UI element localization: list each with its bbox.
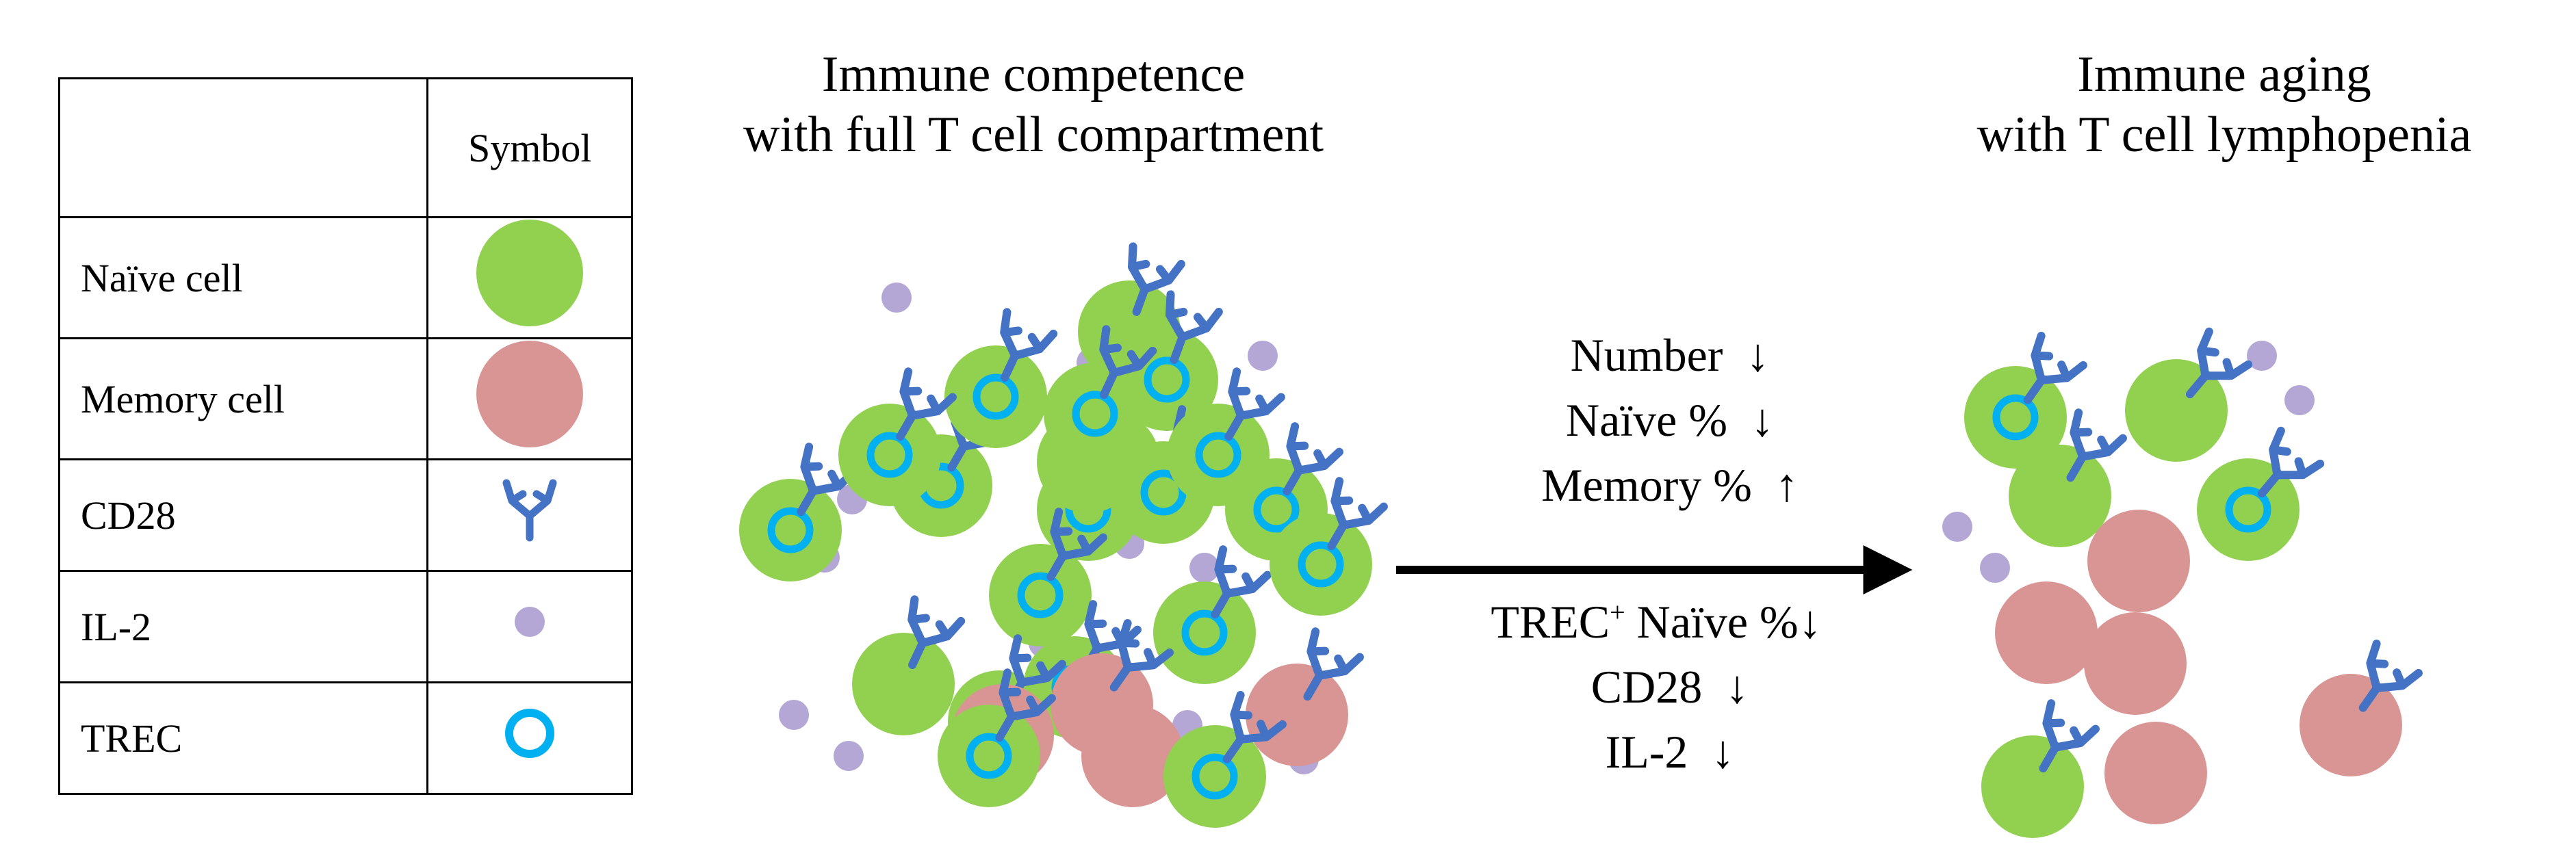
trec-ring (973, 374, 1019, 420)
trec-ring (1144, 356, 1190, 403)
trec-ring-icon (505, 709, 555, 758)
il2-dot (1248, 341, 1278, 371)
trec-ring (1298, 541, 1344, 588)
naive-cell (1163, 725, 1266, 828)
left-cell-cluster (739, 246, 1384, 828)
il2-dot (1980, 553, 2010, 583)
trec-ring (1195, 432, 1241, 478)
naive-cell (1167, 404, 1270, 506)
naive-cell (1044, 363, 1146, 465)
naive-cell (739, 479, 842, 581)
naive-cell (1964, 366, 2067, 469)
naive-cell (989, 544, 1092, 646)
trec-ring (1072, 391, 1118, 437)
memory-cell-icon (476, 341, 584, 447)
trec-ring (866, 432, 913, 478)
change-memory-pct: Memory % ↑ (1541, 459, 1799, 511)
naive-cell (852, 633, 955, 735)
memory-cell (2104, 722, 2207, 824)
naive-cell (2009, 445, 2111, 547)
legend-header-symbol: Symbol (426, 77, 633, 218)
il2-dot (1189, 553, 1220, 583)
change-cd28: CD28 ↓ (1590, 661, 1749, 713)
right-panel-title: Immune aging with T cell lymphopenia (1976, 47, 2472, 163)
memory-cell (2084, 612, 2187, 715)
trec-ring (1181, 610, 1228, 656)
change-il2: IL-2 ↓ (1605, 726, 1735, 778)
change-naive-pct: Naïve % ↓ (1565, 394, 1774, 446)
il2-dot (2247, 341, 2277, 371)
trec-ring (966, 733, 1012, 779)
trec-ring (1192, 753, 1238, 800)
naive-cell (944, 345, 1047, 448)
legend-table: Symbol Naïve cell Memory cell CD28 IL-2 … (57, 77, 633, 795)
trec-ring (1253, 486, 1300, 533)
il2-dot (1942, 512, 1972, 542)
il2-dot (2284, 385, 2315, 415)
legend-label-memory: Memory cell (57, 337, 429, 460)
memory-cell (2087, 510, 2190, 612)
il2-dot (779, 700, 809, 730)
legend-label-trec: TREC (57, 681, 429, 795)
naive-cell (838, 404, 941, 506)
trec-ring (1017, 572, 1064, 618)
naive-cell (1270, 513, 1372, 616)
change-number: Number ↓ (1570, 329, 1770, 381)
memory-cell (1051, 653, 1153, 756)
trec-ring (1992, 394, 2039, 441)
legend-header-empty (57, 77, 429, 218)
trec-ring (1140, 469, 1187, 516)
naive-cell (1153, 581, 1256, 684)
il2-dot (881, 283, 912, 313)
trec-ring (767, 507, 814, 553)
naive-cell-icon (476, 220, 584, 326)
naive-cell (1981, 735, 2084, 838)
legend-label-il2: IL-2 (57, 570, 429, 683)
memory-cell (1995, 581, 2098, 684)
il2-dot-icon (515, 607, 545, 637)
legend-label-cd28: CD28 (57, 458, 429, 572)
memory-cell (1246, 664, 1348, 766)
naive-cell (938, 705, 1040, 807)
memory-cell (2300, 674, 2402, 776)
il2-dot (834, 741, 864, 771)
trec-ring (2225, 486, 2271, 533)
legend-label-naive: Naïve cell (57, 216, 429, 339)
left-panel-title: Immune competence with full T cell compa… (743, 47, 1324, 163)
change-trec-naive-pct: TREC+ Naïve %↓ (1491, 596, 1822, 648)
right-cell-cluster (1942, 332, 2419, 838)
